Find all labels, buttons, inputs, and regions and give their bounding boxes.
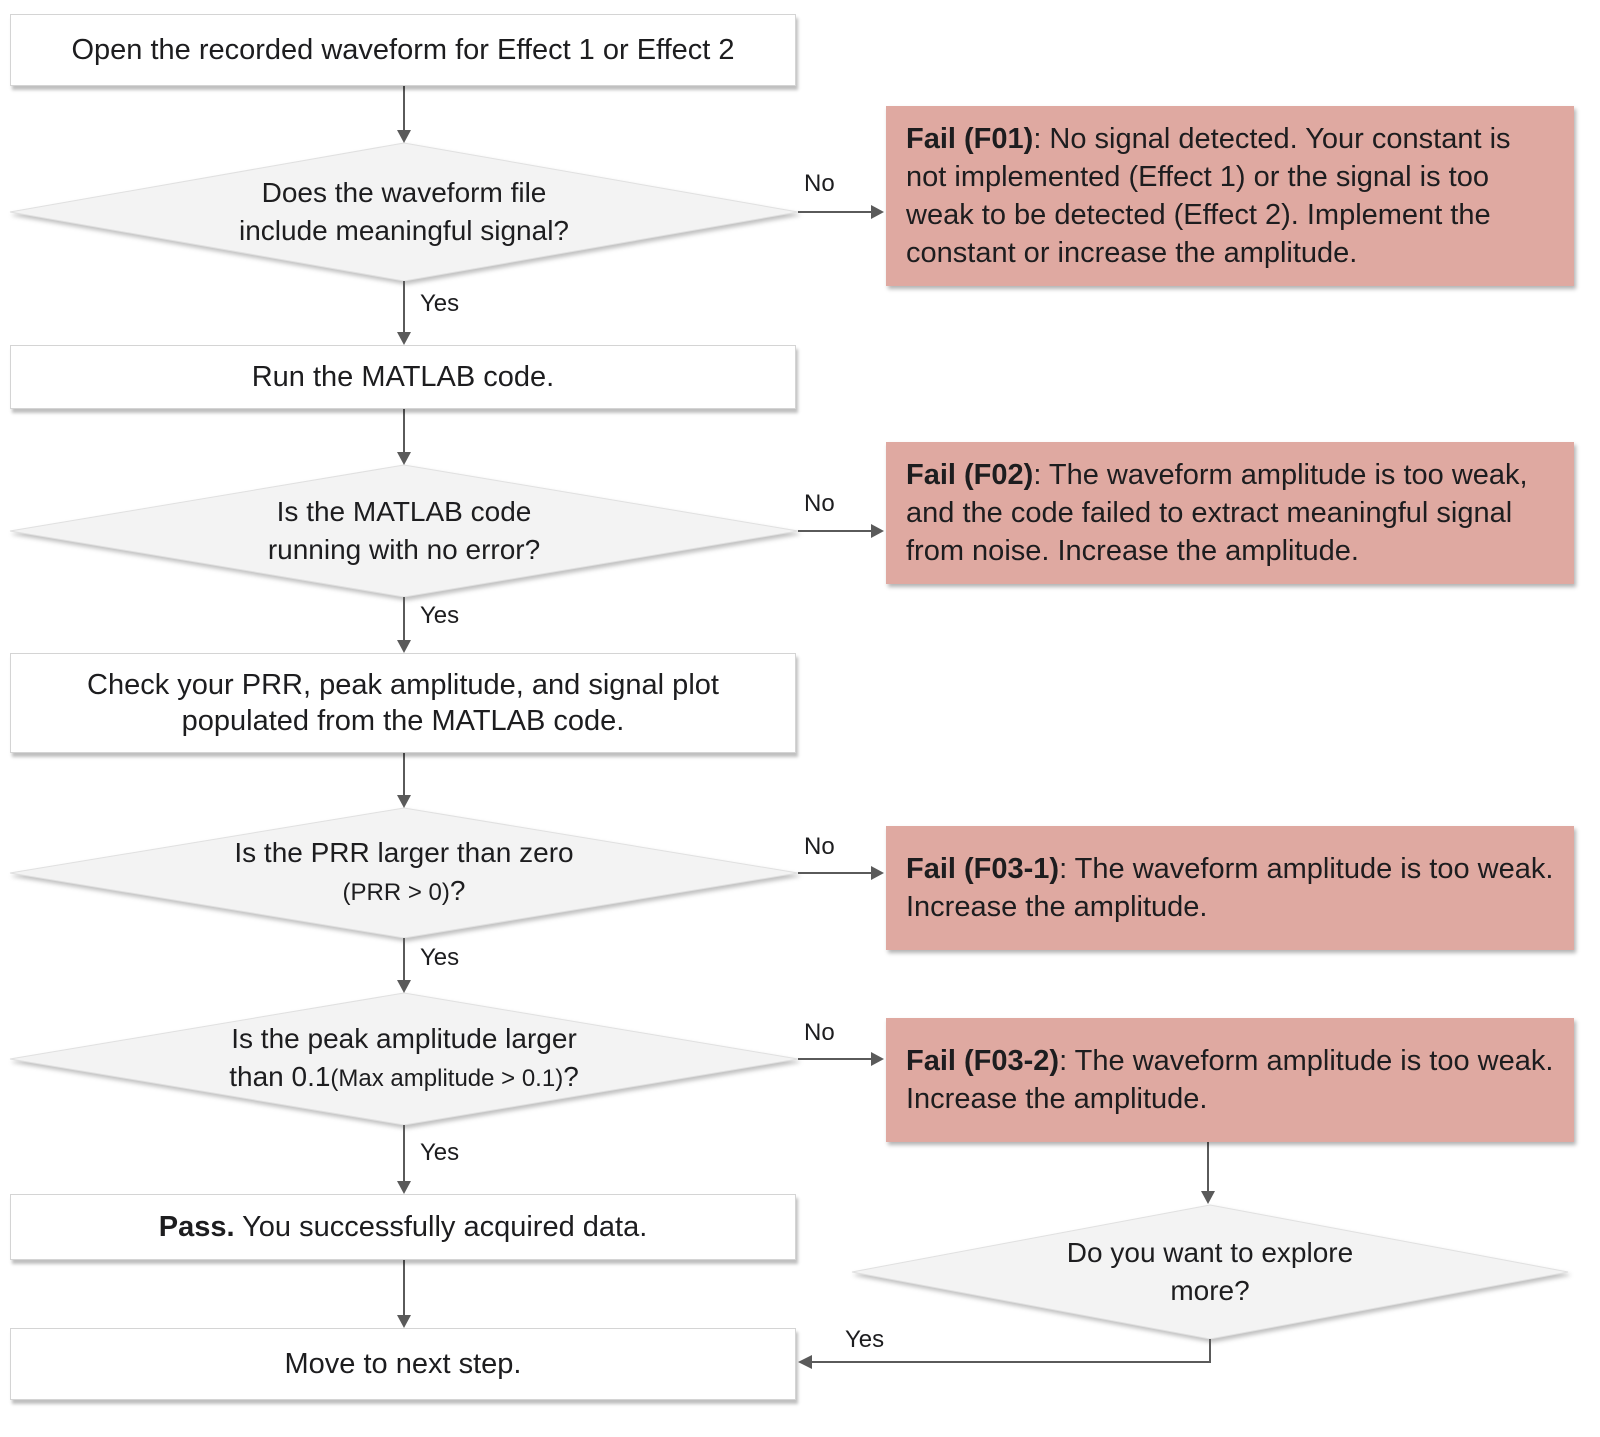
amplitude-decision-text: Is the peak amplitude larger than 0.1(Ma…: [104, 1007, 704, 1111]
prr-decision-line2-small: (PRR > 0): [342, 879, 450, 906]
fail-f03-2-text: Fail (F03-2): The waveform amplitude is …: [906, 1042, 1554, 1118]
fail-f03-1-box: Fail (F03-1): The waveform amplitude is …: [886, 826, 1574, 950]
run-matlab-box: Run the MATLAB code.: [10, 345, 796, 409]
fail-f03-1-code: Fail (F03-1): [906, 853, 1060, 885]
explore-decision-diamond: [851, 1204, 1569, 1340]
arrowhead-pass-to-move-next: [397, 1315, 411, 1328]
run-matlab-label: Run the MATLAB code.: [251, 361, 555, 393]
pass-label-bold: Pass.: [158, 1211, 235, 1243]
arrowhead-explore-yes-to-move-next: [798, 1355, 812, 1369]
pass-box: Pass. You successfully acquired data.: [10, 1194, 796, 1260]
pass-label: Pass. You successfully acquired data.: [145, 1209, 662, 1245]
arrowhead-no-to-fail-f03-1: [871, 866, 884, 880]
prr-decision-text: Is the PRR larger than zero (PRR > 0)?: [104, 821, 704, 925]
amplitude-decision-line2-start: than 0.1: [229, 1061, 331, 1092]
fail-f01-box: Fail (F01): No signal detected. Your con…: [886, 106, 1574, 286]
fail-f03-1-message: : The waveform amplitude is too weak. In…: [906, 853, 1554, 923]
error-decision-line2: running with no error?: [267, 534, 541, 565]
amplitude-decision-line1: Is the peak amplitude larger: [231, 1023, 577, 1054]
move-next-box: Move to next step.: [10, 1328, 796, 1400]
check-outputs-line2: populated from the MATLAB code.: [181, 705, 625, 737]
fail-f02-box: Fail (F02): The waveform amplitude is to…: [886, 442, 1574, 584]
arrowhead-signal-decision-to-run: [397, 332, 411, 345]
no-label-amplitude-decision: No: [804, 1019, 835, 1046]
yes-label-amplitude-decision: Yes: [420, 1139, 460, 1166]
error-decision-line1: Is the MATLAB code: [276, 496, 532, 527]
fail-f03-2-box: Fail (F03-2): The waveform amplitude is …: [886, 1018, 1574, 1142]
arrowhead-amplitude-decision-to-pass: [397, 1181, 411, 1194]
signal-decision-line1: Does the waveform file: [261, 177, 547, 208]
check-outputs-line1: Check your PRR, peak amplitude, and sign…: [87, 669, 719, 701]
arrowhead-run-to-error-decision: [397, 452, 411, 465]
arrowhead-no-to-fail-f01: [871, 205, 884, 219]
arrowhead-prr-decision-to-amplitude-decision: [397, 980, 411, 993]
no-label-signal-decision: No: [804, 170, 835, 197]
check-outputs-label: Check your PRR, peak amplitude, and sign…: [73, 667, 733, 739]
amplitude-decision-line2-small: (Max amplitude > 0.1): [330, 1065, 564, 1092]
yes-label-signal-decision: Yes: [420, 290, 460, 317]
arrowhead-error-decision-to-check: [397, 640, 411, 653]
explore-decision-line2: more?: [1170, 1275, 1250, 1306]
no-label-prr-decision: No: [804, 833, 835, 860]
move-next-label: Move to next step.: [284, 1348, 522, 1380]
prr-decision-line1: Is the PRR larger than zero: [234, 837, 574, 868]
amplitude-decision-line2-end: ?: [563, 1061, 579, 1092]
no-label-error-decision: No: [804, 490, 835, 517]
fail-f03-2-code: Fail (F03-2): [906, 1045, 1060, 1077]
signal-decision-text: Does the waveform file include meaningfu…: [104, 160, 704, 264]
fail-f02-message: : The waveform amplitude is too weak, an…: [906, 459, 1528, 567]
start-box: Open the recorded waveform for Effect 1 …: [10, 14, 796, 86]
error-decision-text: Is the MATLAB code running with no error…: [104, 479, 704, 583]
fail-f01-message: : No signal detected. Your constant is n…: [906, 123, 1511, 269]
signal-decision-line2: include meaningful signal?: [239, 215, 569, 246]
fail-f02-text: Fail (F02): The waveform amplitude is to…: [906, 456, 1554, 570]
prr-decision-line2-end: ?: [449, 875, 466, 906]
pass-label-rest: You successfully acquired data.: [242, 1211, 648, 1243]
fail-f01-code: Fail (F01): [906, 123, 1034, 155]
arrowhead-fail-f03-2-to-explore-decision: [1201, 1191, 1215, 1204]
arrowhead-no-to-fail-f03-2: [871, 1052, 884, 1066]
fail-f03-2-message: : The waveform amplitude is too weak. In…: [906, 1045, 1554, 1115]
check-outputs-box: Check your PRR, peak amplitude, and sign…: [10, 653, 796, 753]
yes-label-prr-decision: Yes: [420, 944, 460, 971]
fail-f02-code: Fail (F02): [906, 459, 1034, 491]
explore-decision-text: Do you want to explore more?: [910, 1220, 1510, 1324]
arrow-explore-yes-to-move-next: [812, 1339, 1211, 1363]
arrowhead-no-to-fail-f02: [871, 524, 884, 538]
start-box-label: Open the recorded waveform for Effect 1 …: [71, 34, 735, 66]
arrowhead-check-to-prr-decision: [397, 795, 411, 808]
fail-f03-1-text: Fail (F03-1): The waveform amplitude is …: [906, 850, 1554, 926]
yes-label-error-decision: Yes: [420, 602, 460, 629]
arrowhead-start-to-signal-decision: [397, 130, 411, 143]
explore-decision-line1: Do you want to explore: [1066, 1237, 1354, 1268]
yes-label-explore-decision: Yes: [845, 1326, 885, 1353]
fail-f01-text: Fail (F01): No signal detected. Your con…: [906, 120, 1554, 272]
amplitude-decision-line2: than 0.1(Max amplitude > 0.1)?: [229, 1058, 579, 1098]
prr-decision-line2: (PRR > 0)?: [343, 872, 466, 912]
